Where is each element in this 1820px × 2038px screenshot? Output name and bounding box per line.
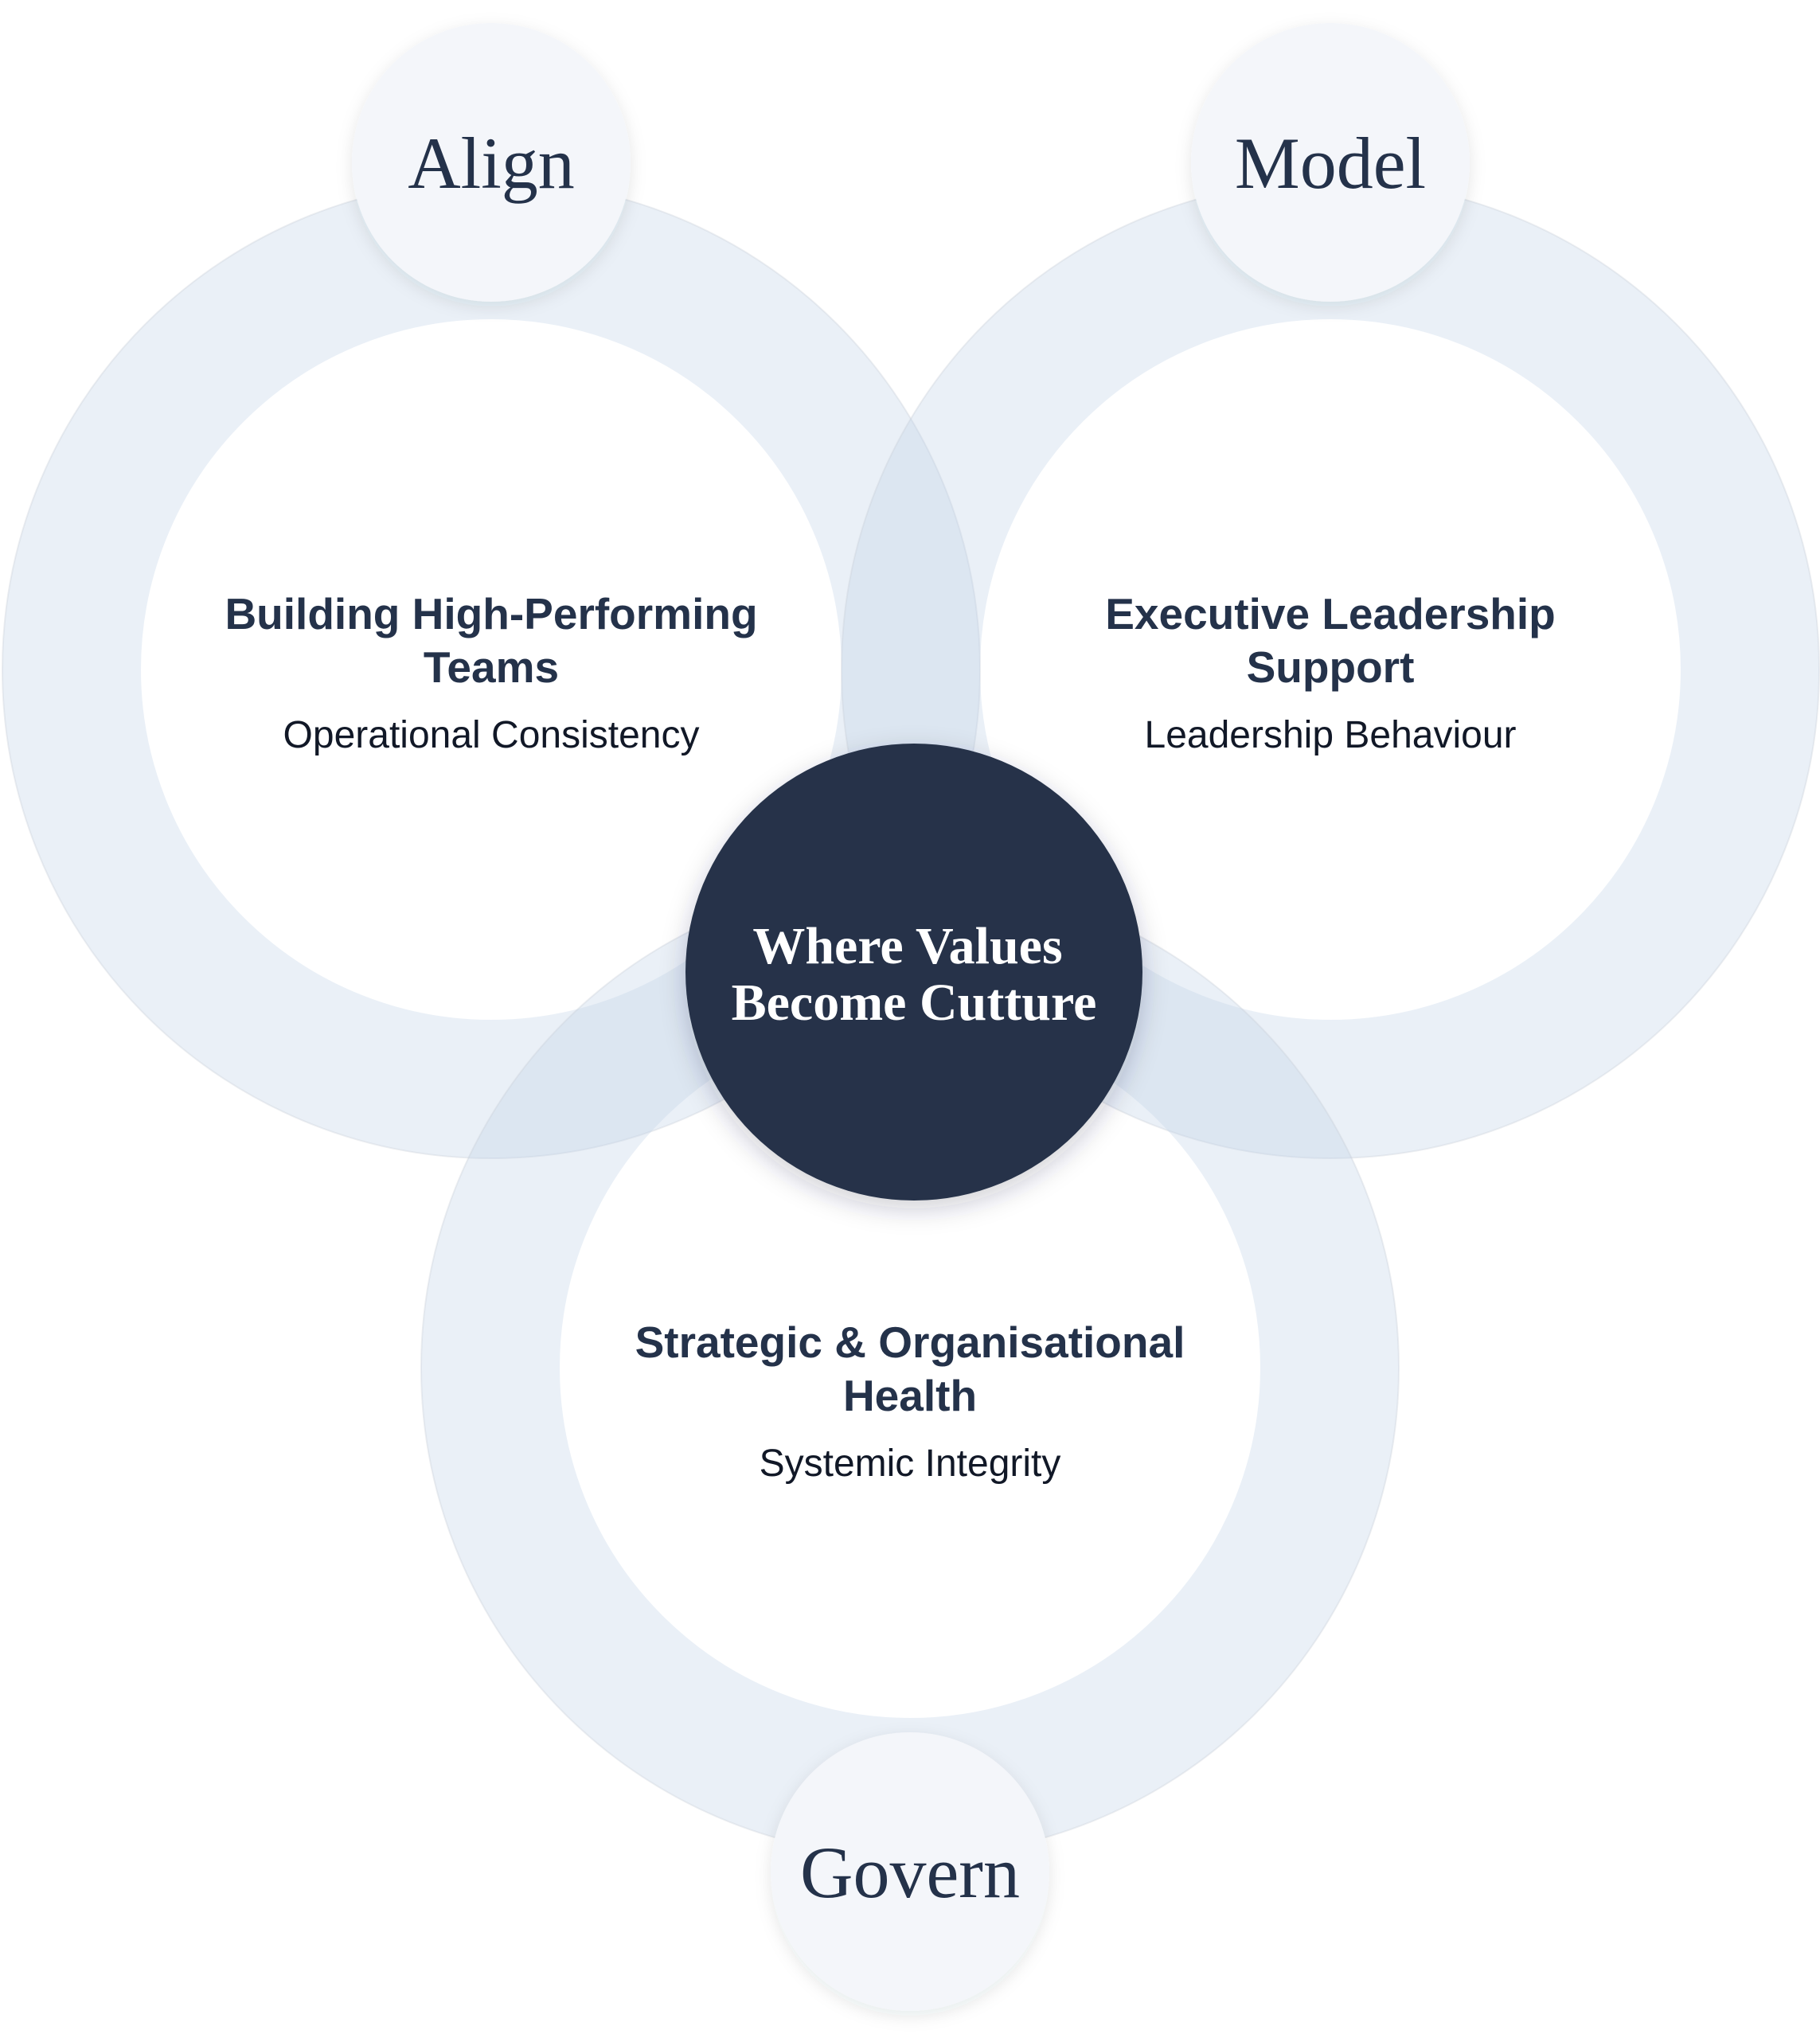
badge-govern: Govern <box>771 1732 1049 2011</box>
pillar-model-content: Executive Leadership Support Leadership … <box>1105 589 1556 756</box>
badge-align: Align <box>352 23 631 302</box>
pillar-govern-content: Strategic & Organisational Health System… <box>635 1318 1185 1485</box>
badge-label: Model <box>1235 123 1426 204</box>
pillar-title: Executive Leadership <box>1105 589 1556 638</box>
pillar-title: Building High-Performing <box>225 589 757 638</box>
pillar-subtitle: Leadership Behaviour <box>1145 714 1517 756</box>
pillar-subtitle: Operational Consistency <box>283 714 700 756</box>
center-title-line1: Where Values <box>752 917 1062 975</box>
center-circle: Where Values Become Cutture <box>685 744 1142 1201</box>
pillar-subtitle: Systemic Integrity <box>760 1443 1061 1485</box>
pillar-title: Health <box>843 1371 977 1420</box>
badge-label: Align <box>408 123 575 204</box>
badge-model: Model <box>1191 23 1470 302</box>
badge-label: Govern <box>800 1832 1020 1913</box>
pillar-title: Teams <box>424 642 559 692</box>
center-title-line2: Become Cutture <box>732 974 1097 1032</box>
pillar-title: Strategic & Organisational <box>635 1318 1185 1367</box>
pillar-align-content: Building High-Performing Teams Operation… <box>225 589 757 756</box>
pillar-title: Support <box>1247 642 1415 692</box>
